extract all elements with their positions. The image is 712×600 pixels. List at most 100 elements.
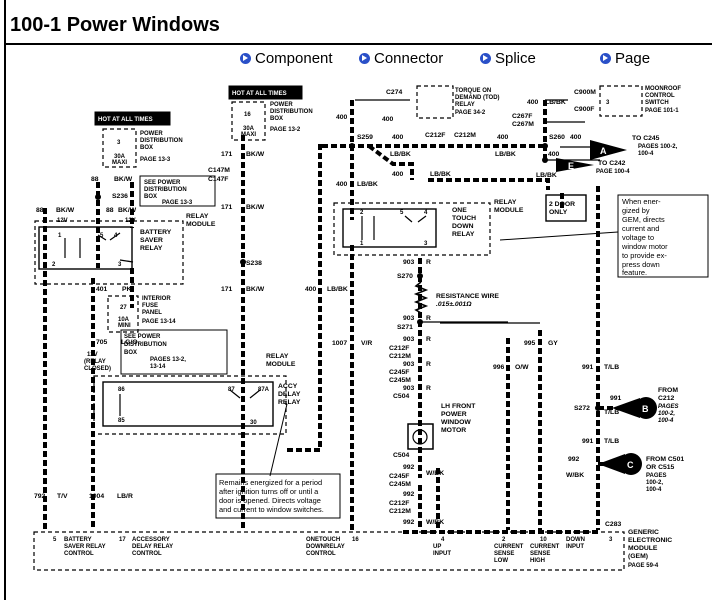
svg-text:CURRENT: CURRENT (530, 544, 560, 550)
ign-relay-1: 12V (87, 352, 98, 358)
c267m: C267M (512, 121, 534, 128)
two-door-1: 2 DOOR (549, 201, 575, 208)
svg-text:CONTROL: CONTROL (132, 551, 162, 557)
wire-wbk-c: W/BK (566, 472, 584, 479)
wire-903-b: 903 (403, 315, 415, 322)
see-pdb2-3: BOX (124, 350, 137, 356)
wire-bkw-left: BK/W (56, 207, 75, 214)
wire-r-c: R (426, 336, 431, 343)
from-c501-2: OR C515 (646, 464, 675, 471)
svg-text:current and: current and (622, 224, 659, 233)
c274: C274 (386, 89, 402, 96)
motor-name-1: LH FRONT (441, 403, 476, 410)
resistance-value: .015±.001Ω (436, 301, 472, 308)
wire-400-i: 400 (570, 134, 582, 141)
s238: S238 (246, 260, 262, 267)
wire-992-d: 992 (568, 456, 580, 463)
ipfp-page: PAGE 13-14 (142, 319, 176, 325)
v12-a: 12V (57, 218, 68, 224)
c900f: C900F (574, 106, 594, 113)
c245m-low: C245M (389, 481, 411, 488)
relay-contacts (64, 215, 427, 416)
nav-page-label: Page (615, 50, 651, 67)
svg-text:window motor: window motor (621, 242, 668, 251)
svg-text:HIGH: HIGH (530, 558, 545, 564)
wire-r-b: R (426, 315, 431, 322)
bsr-pin-1: 1 (58, 233, 62, 239)
pdb2-name-1: POWER (270, 102, 293, 108)
wire-171-low: 171 (221, 286, 233, 293)
accy-pin-87: 87 (228, 387, 235, 393)
wire-88-right: 88 (106, 207, 114, 214)
s260: S260 (549, 134, 565, 141)
nav-page[interactable]: Page (600, 50, 650, 67)
svg-text:2: 2 (502, 537, 506, 543)
ipfp-name-2: FUSE (142, 303, 158, 309)
nav-component-label: Component (255, 50, 333, 67)
from-c212-1: FROM (658, 387, 678, 394)
resistance-wire-symbol (413, 281, 429, 314)
accy-name-3: RELAY (278, 399, 301, 406)
svg-text:Remains energized for a period: Remains energized for a period (219, 478, 322, 487)
wire-lbbk-d: LB/BK (390, 151, 411, 158)
from-c212-pages-3: 100-4 (658, 418, 674, 424)
c147m: C147M (208, 167, 230, 174)
v12-b: 12V (125, 218, 136, 224)
nav-splice[interactable]: Splice (480, 50, 536, 67)
page-title: 100-1 Power Windows (10, 14, 220, 36)
otd-name-1: ONE (452, 207, 467, 214)
wire-171-mid: 171 (221, 204, 233, 211)
note-accy: Remains energized for a period after ign… (219, 478, 324, 514)
note-gem-arrow (499, 231, 619, 241)
marker-b-letter: B (642, 404, 649, 414)
gem-page: PAGE 59-4 (628, 563, 659, 569)
to-c245: TO C245 (632, 135, 660, 142)
from-c501-pages-1: PAGES (646, 473, 667, 479)
otd-pin-4: 4 (424, 210, 428, 216)
relay-module-2b: MODULE (266, 361, 296, 368)
c245f-low: C245F (389, 473, 409, 480)
relay-boxes (38, 194, 587, 427)
tod-page: PAGE 34-2 (455, 110, 486, 116)
resistance-name: RESISTANCE WIRE (436, 293, 499, 300)
svg-text:CONTROL: CONTROL (306, 551, 336, 557)
nav-connector[interactable]: Connector (359, 50, 443, 67)
motor-housing (407, 423, 434, 450)
wire-lbbk-a: LB/BK (327, 286, 348, 293)
wire-wbk-b: W/BK (426, 519, 444, 526)
motor-icon (412, 429, 428, 445)
svg-text:16: 16 (352, 537, 359, 543)
ign-relay-2: (RELAY (84, 359, 106, 365)
pdb1-page: PAGE 13-3 (140, 157, 171, 163)
from-c501-1: FROM C501 (646, 456, 684, 463)
c245m-mid: C245M (389, 377, 411, 384)
pdb1-name-3: BOX (140, 145, 153, 151)
wire-r-a: R (426, 259, 431, 266)
accy-pin-87a: 87A (258, 387, 270, 393)
s272: S272 (574, 405, 590, 412)
relay-module-1b: MODULE (186, 221, 216, 228)
wire-995: 995 (524, 340, 536, 347)
wire-400-f: 400 (392, 171, 404, 178)
c267f: C267F (512, 113, 532, 120)
arrow-icon (600, 53, 611, 64)
svg-text:gized by: gized by (622, 206, 650, 215)
to-c245-pages-1: PAGES 100-2, (638, 144, 678, 150)
off-page-markers: A E B C (556, 140, 657, 475)
pdb2-name-3: BOX (270, 116, 283, 122)
svg-text:GEM, directs: GEM, directs (622, 215, 665, 224)
nav-component[interactable]: Component (240, 50, 333, 67)
c212f-top: C212F (425, 132, 445, 139)
wire-88-top: 88 (91, 176, 99, 183)
svg-text:3: 3 (609, 537, 613, 543)
otd-pin-1: 1 (360, 241, 364, 247)
otd-name-3: DOWN (452, 223, 474, 230)
wire-400-e: 400 (497, 134, 509, 141)
moonroof-name-1: MOONROOF (645, 86, 681, 92)
accy-name-1: ACCY (278, 383, 298, 390)
relay-module-3b: MODULE (494, 207, 524, 214)
note-accy-arrow (269, 403, 288, 477)
otd-pin-3: 3 (424, 241, 428, 247)
accy-name-2: DELAY (278, 391, 301, 398)
moonroof-pin: 3 (606, 100, 610, 106)
